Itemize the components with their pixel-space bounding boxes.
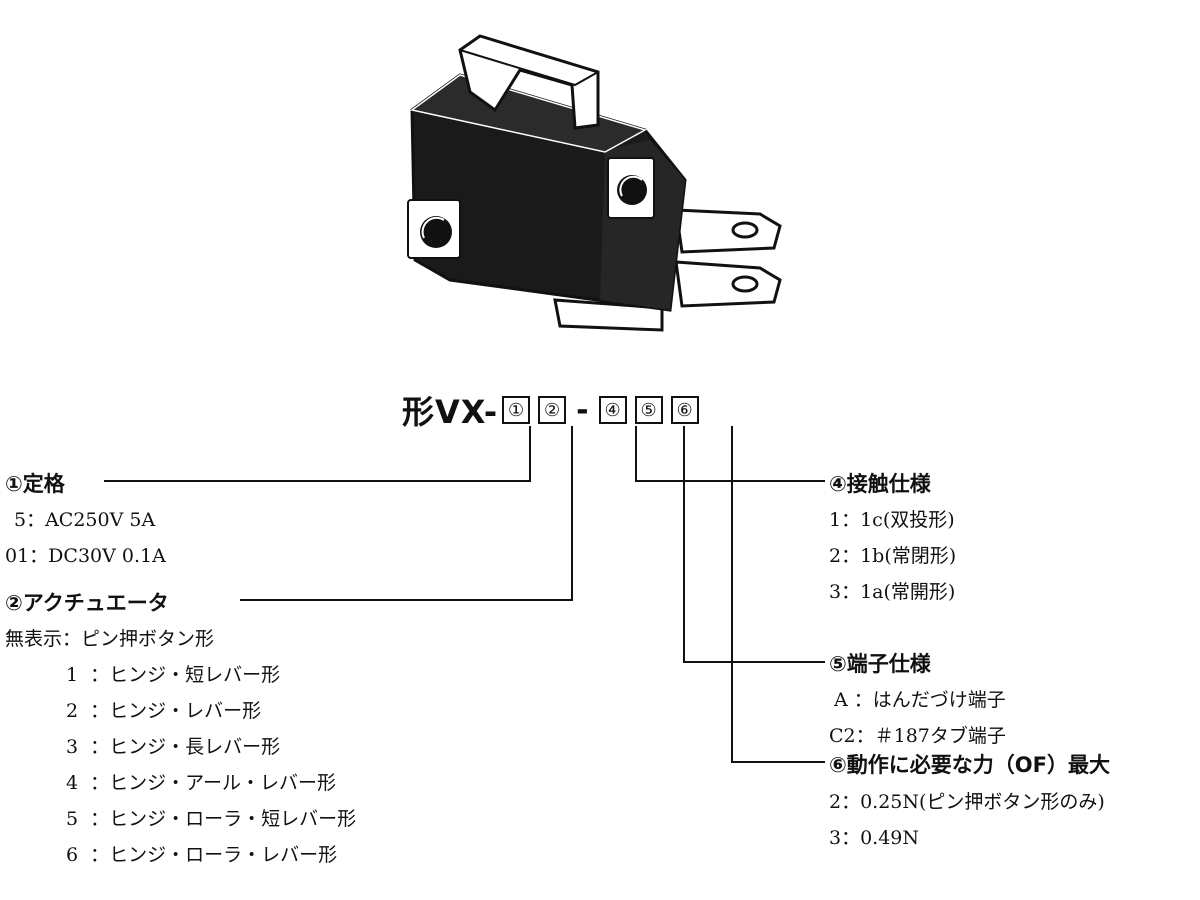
model-separator: - <box>576 392 589 428</box>
leader-rating-v <box>529 426 531 482</box>
leader-contact-h <box>635 480 825 482</box>
leader-contact-v <box>635 426 637 482</box>
leader-terminal-v <box>683 426 685 663</box>
actuator-heading: ②アクチュエータ <box>5 591 169 615</box>
actuator-item: 5 ：ヒンジ・ローラ・短レバー形 <box>66 808 357 830</box>
mounting-hole-left <box>407 199 461 259</box>
contact-item: 1：1c(双投形) <box>829 509 955 531</box>
leader-rating-h <box>104 480 531 482</box>
leader-actuator-v <box>571 426 573 601</box>
terminal-item: C2：＃187タブ端子 <box>829 725 1006 747</box>
code-box-actuator: ② <box>538 396 567 424</box>
contact-heading: ④接触仕様 <box>829 472 931 496</box>
code-box-terminal: ⑤ <box>634 396 663 424</box>
leader-force-h <box>731 761 825 763</box>
terminal-item: A ：はんだづけ端子 <box>834 689 1006 711</box>
actuator-item: 2 ：ヒンジ・レバー形 <box>66 700 262 722</box>
force-item: 3：0.49N <box>829 827 920 849</box>
leader-force-v <box>731 426 733 763</box>
code-box-rating: ① <box>502 396 531 424</box>
actuator-item: 3 ：ヒンジ・長レバー形 <box>66 736 281 758</box>
actuator-item: 4 ：ヒンジ・アール・レバー形 <box>66 772 337 794</box>
force-item: 2：0.25N(ピン押ボタン形のみ) <box>829 791 1105 813</box>
model-code: 形VX- ① ② - ④ ⑤ ⑥ <box>402 388 703 432</box>
tab-terminal-upper <box>674 208 782 254</box>
leader-terminal-h <box>683 661 825 663</box>
actuator-lever <box>458 34 600 130</box>
code-box-force: ⑥ <box>670 396 699 424</box>
contact-item: 2：1b(常閉形) <box>829 545 957 567</box>
contact-item: 3：1a(常開形) <box>829 581 956 603</box>
leader-actuator-h <box>240 599 573 601</box>
tab-terminal-lower <box>674 260 782 308</box>
model-prefix: 形VX- <box>402 393 499 431</box>
rating-item: 01：DC30V 0.1A <box>5 545 166 567</box>
actuator-item: 6 ：ヒンジ・ローラ・レバー形 <box>66 844 338 866</box>
micro-switch-illustration <box>407 34 782 332</box>
actuator-item: 1 ：ヒンジ・短レバー形 <box>66 664 281 686</box>
force-heading: ⑥動作に必要な力（OF）最大 <box>829 753 1110 777</box>
actuator-item: 無表示：ピン押ボタン形 <box>5 628 215 650</box>
terminal-heading: ⑤端子仕様 <box>829 652 931 676</box>
code-box-contact: ④ <box>598 396 627 424</box>
mounting-hole-right <box>607 157 655 219</box>
rating-heading: ①定格 <box>5 472 65 496</box>
rating-item: 5：AC250V 5A <box>14 509 156 531</box>
